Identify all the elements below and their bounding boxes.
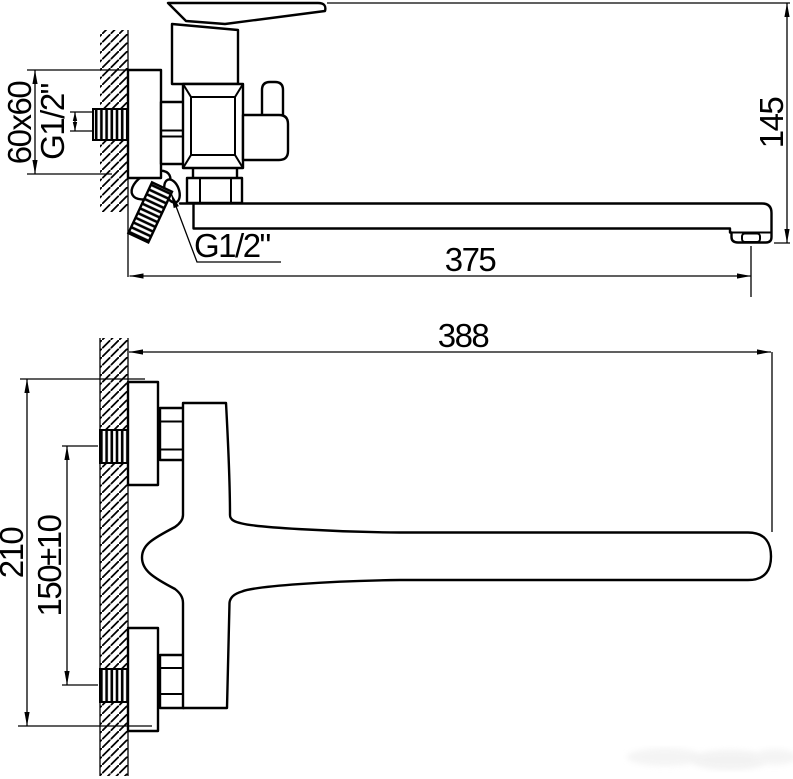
arrowhead-up xyxy=(64,446,70,460)
dim-label-150: 150±10 xyxy=(31,514,68,616)
wall-flange-upper xyxy=(126,380,160,487)
diverter-housing xyxy=(241,113,290,162)
dimension-overall-width: 210 xyxy=(0,378,152,727)
arrowhead-right xyxy=(737,273,751,279)
arrowhead-left xyxy=(129,349,143,355)
wall-hatch xyxy=(100,338,128,776)
dimension-overall-length: 388 xyxy=(129,317,773,532)
dim-label-210: 210 xyxy=(0,527,30,579)
inlet-thread xyxy=(92,108,128,141)
arrowhead-leader xyxy=(171,193,179,209)
side-view: 60x60 G1/2" 375 145 G1/2" xyxy=(1,1,790,297)
diverter-knob xyxy=(260,80,285,120)
spout-side xyxy=(178,202,773,244)
wall-flange-side xyxy=(126,68,163,180)
aerator xyxy=(741,232,761,243)
dimension-inlet-thread: G1/2" xyxy=(34,83,93,160)
cartridge-cap xyxy=(170,22,240,86)
arrowhead-left xyxy=(129,273,144,279)
wall-flange-lower xyxy=(126,626,160,733)
arrowhead-down xyxy=(24,712,30,726)
arrowhead-up xyxy=(24,379,30,393)
arrowhead-down xyxy=(784,229,790,243)
arrowhead-down xyxy=(72,122,78,131)
arrowhead-up xyxy=(72,112,78,121)
dim-label-60x60: 60x60 xyxy=(1,81,38,165)
dimension-spout-height: 145 xyxy=(327,2,790,244)
watermark xyxy=(627,748,793,770)
wall-section-side xyxy=(100,30,129,277)
arrowhead-down xyxy=(64,671,70,685)
eccentric-nut-lower xyxy=(158,653,186,710)
spout-neck xyxy=(191,168,239,178)
dim-label-388: 388 xyxy=(438,317,489,354)
arrowhead-up xyxy=(32,70,38,84)
inlet-thread-lower xyxy=(99,668,129,703)
inlet-thread-upper xyxy=(99,429,129,464)
dim-label-145: 145 xyxy=(753,98,790,149)
eccentric-nut-upper xyxy=(158,406,186,462)
dim-label-375: 375 xyxy=(445,241,496,278)
arrowhead-right xyxy=(757,349,771,355)
dim-label-shower-thread: G1/2" xyxy=(194,227,271,264)
mixer-body-side xyxy=(181,82,245,170)
plan-view: 388 210 150±10 xyxy=(0,317,773,776)
lever-handle xyxy=(166,1,327,26)
dimension-inlet-centers: 150±10 xyxy=(31,445,98,686)
wall-section-plan xyxy=(99,338,129,776)
mixer-body-plan xyxy=(140,401,773,710)
dim-label-inlet-thread: G1/2" xyxy=(34,83,71,160)
eccentric-nut-side xyxy=(159,100,186,166)
label-shower-thread: G1/2" xyxy=(170,192,281,264)
spout-nut xyxy=(185,176,244,205)
shower-hose-nipple xyxy=(126,180,174,244)
arrowhead-up xyxy=(784,3,790,17)
arrowhead-down xyxy=(32,160,38,174)
dimension-spout-reach: 375 xyxy=(129,241,752,297)
dimension-flange-square: 60x60 xyxy=(1,69,160,175)
